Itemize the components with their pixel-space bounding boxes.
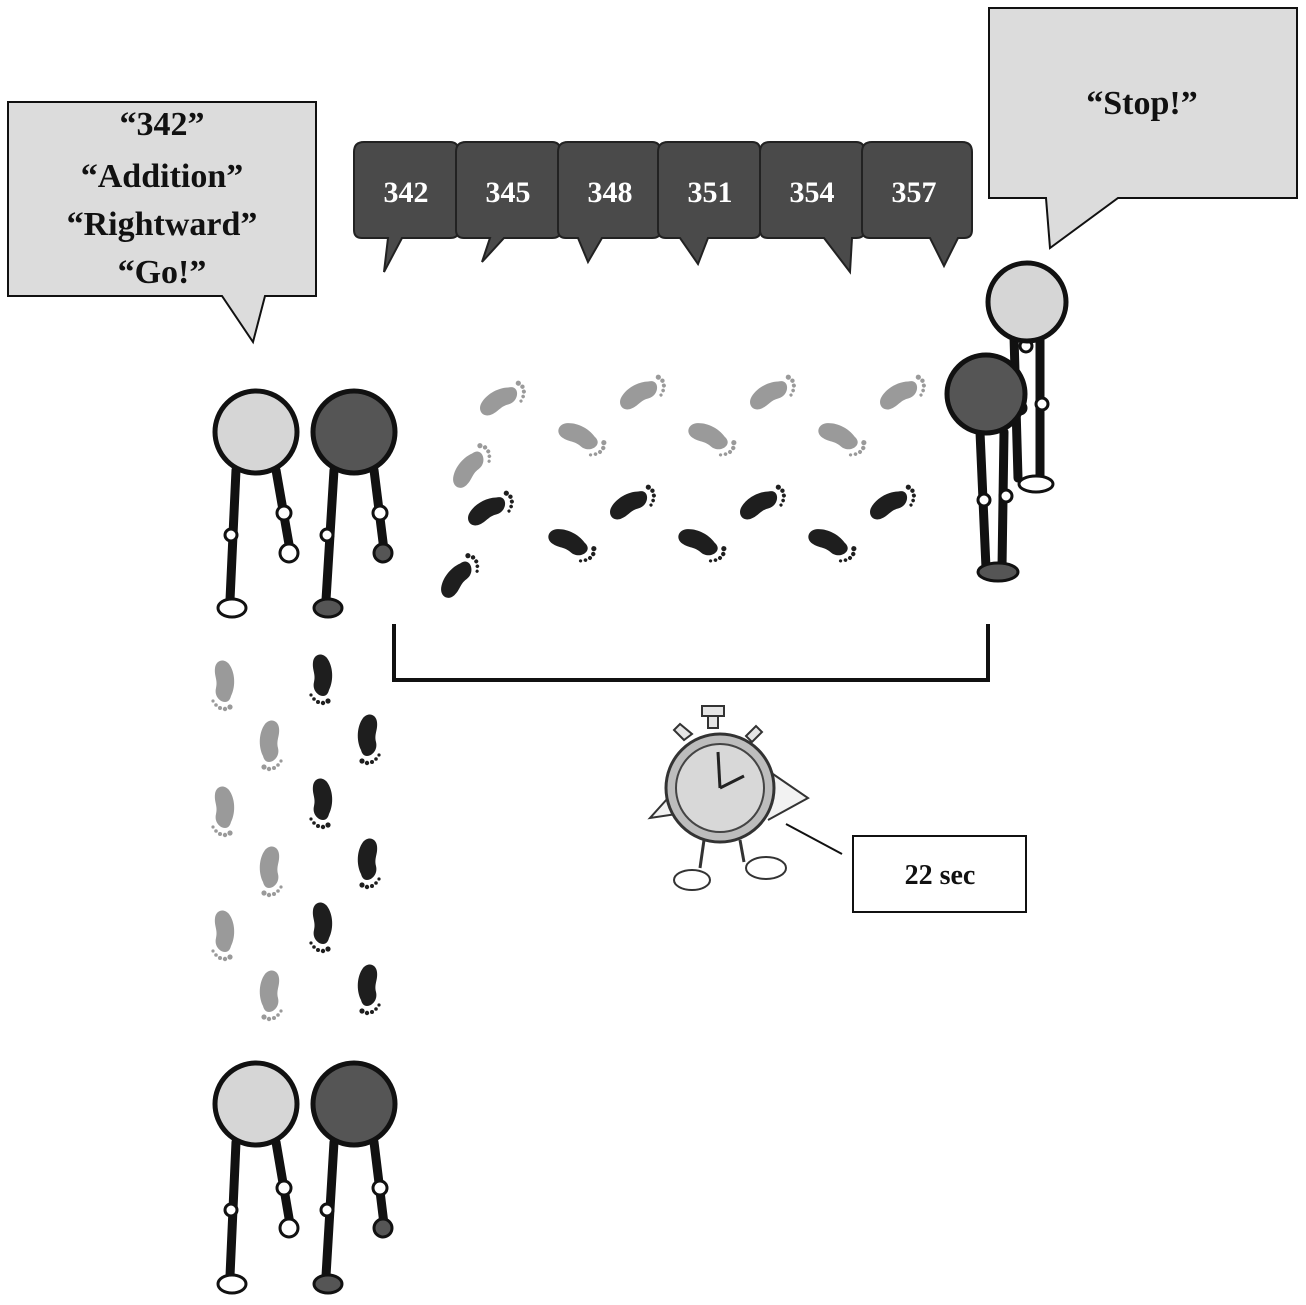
footprints-dark-horizontal: [434, 481, 921, 604]
speech-line-go: “Go!”: [118, 254, 207, 291]
figure-dark-bottom: [310, 1060, 398, 1295]
figure-light-bottom: [212, 1060, 300, 1295]
footprints-light-horizontal: [446, 371, 931, 494]
number-bubble-2: 345: [455, 141, 561, 263]
number-label-5: 354: [790, 176, 835, 209]
figure-light-start: [212, 388, 300, 619]
number-bubble-5: 354: [759, 141, 865, 275]
duration-bracket: [392, 624, 990, 682]
footprints-dark-vertical: [309, 654, 381, 1016]
head-light: [212, 388, 300, 476]
figure-dark-end: [944, 352, 1028, 583]
figure-dark-start: [310, 388, 398, 619]
number-label-3: 348: [588, 176, 633, 209]
number-bubble-3: 348: [557, 141, 661, 265]
number-label-2: 345: [486, 176, 531, 209]
timer-label: 22 sec: [905, 860, 976, 891]
speech-bubble-start: “342” “Addition” “Rightward” “Go!”: [7, 101, 317, 345]
number-bubble-6: 357: [861, 141, 973, 269]
number-bubble-4: 351: [657, 141, 761, 267]
number-label-4: 351: [688, 176, 733, 209]
number-label-1: 342: [384, 176, 429, 209]
speech-line-start-number: “342”: [120, 106, 205, 143]
speech-line-direction: “Rightward”: [67, 206, 258, 243]
number-label-6: 357: [892, 176, 937, 209]
stopwatch-icon: [647, 705, 843, 891]
timer-label-box: 22 sec: [852, 835, 1027, 913]
speech-line-operation: “Addition”: [81, 158, 244, 195]
speech-line-stop: “Stop!”: [1086, 85, 1197, 122]
number-sequence: 342 345 348 351 354 357: [353, 141, 973, 275]
head-dark: [310, 388, 398, 476]
footprints-light-vertical: [211, 660, 283, 1022]
speech-bubble-stop: “Stop!”: [988, 7, 1298, 250]
number-bubble-1: 342: [353, 141, 459, 273]
